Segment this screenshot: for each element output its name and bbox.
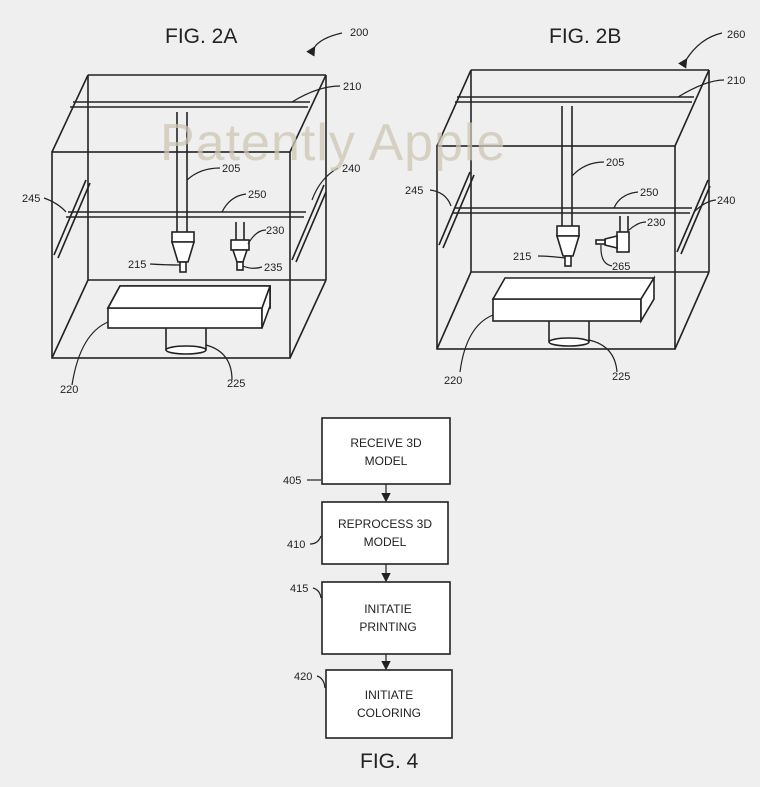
ref-220-b: 220 <box>444 375 462 387</box>
flow-step-415-line1: INITATIE <box>364 602 412 616</box>
ref-240: 240 <box>342 163 360 175</box>
flow-box-405 <box>321 417 451 485</box>
fig-4-title: FIG. 4 <box>360 750 419 773</box>
flow-step-410: REPROCESS 3D MODEL 410 <box>287 501 449 565</box>
print-head-205-2a <box>170 112 196 273</box>
ref-215-b: 215 <box>513 251 531 263</box>
color-head-230-2a <box>230 222 250 271</box>
ref-260: 260 <box>727 29 745 41</box>
ref-420: 420 <box>294 671 312 683</box>
fig-2b-title: FIG. 2B <box>549 25 621 48</box>
ref-225-b: 225 <box>612 371 630 383</box>
ref-225: 225 <box>227 378 245 390</box>
printer-enclosure-2a <box>51 74 327 359</box>
ref-210: 210 <box>343 81 361 93</box>
ref-250-b: 250 <box>640 187 658 199</box>
reference-numbers-2a: 200 210 205 240 245 250 230 215 235 220 … <box>22 27 368 396</box>
ref-205-b: 205 <box>606 157 624 169</box>
leader-lines-2b <box>429 32 725 373</box>
flow-step-405-line1: RECEIVE 3D <box>350 436 422 450</box>
ref-220: 220 <box>60 384 78 396</box>
fig-2b: FIG. 2B <box>405 25 745 387</box>
flow-step-420: INITIATE COLORING 420 <box>294 669 453 739</box>
ref-205: 205 <box>222 163 240 175</box>
ref-245-b: 245 <box>405 185 423 197</box>
ref-250: 250 <box>248 189 266 201</box>
flow-step-405: RECEIVE 3D MODEL 405 <box>283 417 451 487</box>
flow-step-410-line1: REPROCESS 3D <box>338 517 432 531</box>
watermark-text: Patently Apple <box>160 114 506 172</box>
ref-240-b: 240 <box>717 195 735 207</box>
ref-230-b: 230 <box>647 217 665 229</box>
ref-210-b: 210 <box>727 75 745 87</box>
flow-step-415: INITATIE PRINTING 415 <box>290 581 451 655</box>
ref-405: 405 <box>283 475 301 487</box>
ref-230: 230 <box>266 225 284 237</box>
fig-2a: FIG. 2A <box>22 25 368 396</box>
ref-415: 415 <box>290 583 308 595</box>
flow-step-405-line2: MODEL <box>365 454 408 468</box>
ref-235: 235 <box>264 262 282 274</box>
flow-step-420-line2: COLORING <box>357 706 421 720</box>
ref-265: 265 <box>612 261 630 273</box>
flow-box-420 <box>325 669 453 739</box>
reference-numbers-2b: 260 210 205 245 250 240 230 215 265 220 … <box>405 29 745 387</box>
flow-box-415 <box>321 581 451 655</box>
flow-step-410-line2: MODEL <box>364 535 407 549</box>
color-head-230-2b <box>595 216 630 253</box>
print-head-205-2b <box>555 106 581 267</box>
flow-box-410 <box>321 501 449 565</box>
leader-lines-2a <box>43 32 343 386</box>
flow-step-415-line2: PRINTING <box>359 620 416 634</box>
ref-200: 200 <box>350 27 368 39</box>
ref-245: 245 <box>22 193 40 205</box>
build-platform-220-2a <box>106 285 272 355</box>
fig-2a-title: FIG. 2A <box>165 25 237 48</box>
printer-enclosure-2b <box>436 69 711 350</box>
build-platform-220-2b <box>491 275 656 347</box>
ref-215: 215 <box>128 259 146 271</box>
flow-step-420-line1: INITIATE <box>365 688 413 702</box>
ref-410: 410 <box>287 539 305 551</box>
fig-4-flowchart: RECEIVE 3D MODEL 405 REPROCESS 3D MODEL … <box>283 417 453 773</box>
